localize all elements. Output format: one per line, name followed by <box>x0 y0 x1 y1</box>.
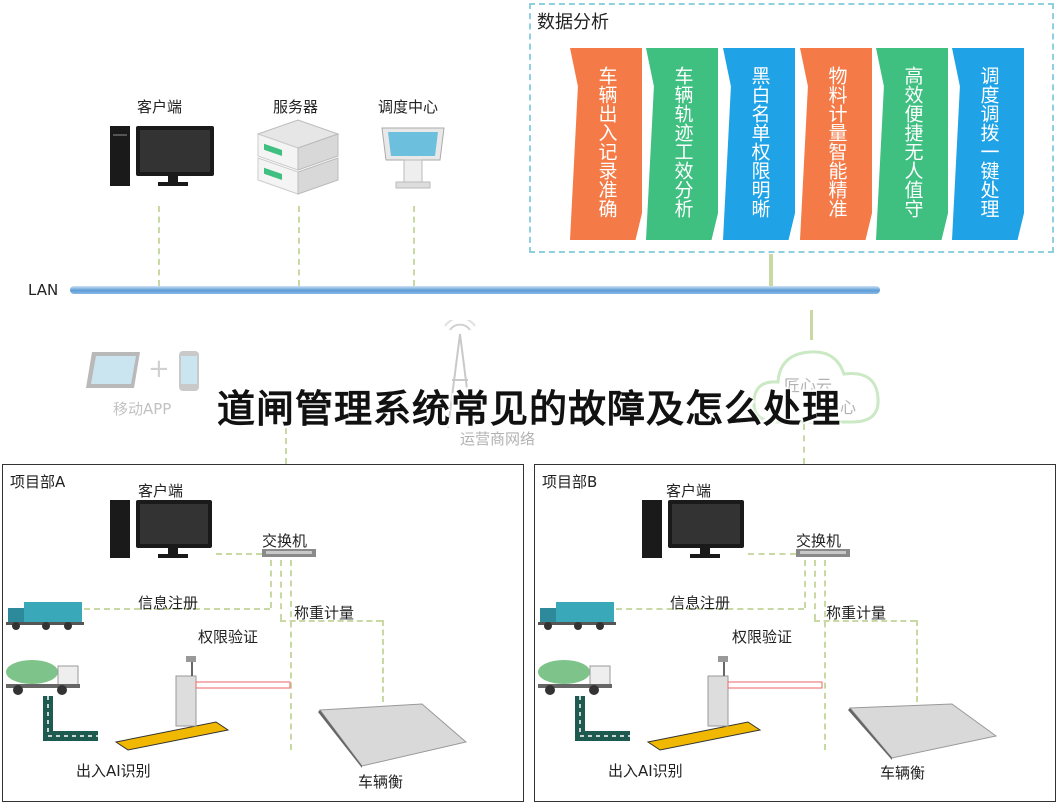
phone-icon <box>179 351 199 391</box>
dispatch-terminal-icon <box>381 127 445 189</box>
project-a-client-label: 客户端 <box>138 482 184 500</box>
project-b-switch-label: 交换机 <box>796 532 842 550</box>
project-b-scale-label: 车辆衡 <box>880 764 926 782</box>
project-b-weigh-label: 称重计量 <box>826 604 887 622</box>
project-b-title: 项目部B <box>542 473 598 491</box>
client-label-top: 客户端 <box>137 98 183 116</box>
tablet-icon <box>86 352 140 388</box>
lan-label: LAN <box>28 281 59 299</box>
project-b-ai-recog-label: 出入AI识别 <box>608 762 683 780</box>
plus-icon: + <box>148 354 170 384</box>
carrier-network-label: 运营商网络 <box>460 430 536 448</box>
project-a-scale-label: 车辆衡 <box>358 773 404 791</box>
cloud-label-2: 中心 <box>824 398 857 417</box>
project-a-info-reg-label: 信息注册 <box>138 594 199 612</box>
project-b-info-reg-label: 信息注册 <box>670 594 731 612</box>
project-a-barrier-gate-icon <box>114 656 291 751</box>
analysis-card-5: 高效便捷无人值守 <box>876 48 948 240</box>
project-a-weigh-label: 称重计量 <box>294 604 355 622</box>
project-b-desktop-icon <box>642 500 744 558</box>
project-a-switch-label: 交换机 <box>262 532 308 550</box>
server-icon <box>256 119 340 195</box>
lan-bus-line <box>70 286 880 294</box>
analysis-card-3: 黑白名单权限明晰 <box>723 48 795 240</box>
project-b-mixer-truck-icon <box>538 660 612 695</box>
data-analysis-title: 数据分析 <box>537 12 609 33</box>
server-label: 服务器 <box>273 98 319 116</box>
analysis-card-6: 调度调拨一键处理 <box>952 48 1024 240</box>
project-b-client-label: 客户端 <box>666 482 712 500</box>
project-a-mixer-truck-icon <box>6 660 80 695</box>
project-a-truck-icon <box>6 602 84 630</box>
project-a-title: 项目部A <box>10 473 66 491</box>
project-a-switch-icon <box>262 549 316 557</box>
project-a-panel <box>2 464 524 802</box>
desktop-computer-icon <box>110 126 214 186</box>
project-b-truck-icon <box>538 602 616 630</box>
article-headline: 道闸管理系统常见的故障及怎么处理 <box>216 387 841 431</box>
project-a-desktop-icon <box>110 500 212 558</box>
project-b-switch-icon <box>796 549 850 557</box>
project-a-auth-label: 权限验证 <box>198 628 259 646</box>
project-a-ai-recog-label: 出入AI识别 <box>76 762 151 780</box>
project-b-panel <box>534 464 1056 802</box>
project-b-barrier-gate-icon <box>646 656 823 751</box>
analysis-card-1: 车辆出入记录准确 <box>570 48 642 240</box>
project-a-road-icon <box>43 696 98 741</box>
analysis-card-2: 车辆轨迹工效分析 <box>646 48 718 240</box>
project-b-truck-scale-icon <box>848 703 998 760</box>
data-analysis-panel <box>529 3 1054 253</box>
cell-tower-icon <box>444 320 476 429</box>
mobile-app-label: 移动APP <box>113 400 172 418</box>
cloud-label-1: 匠心云 <box>784 376 833 395</box>
analysis-card-4: 物料计量智能精准 <box>800 48 872 240</box>
dispatch-center-label: 调度中心 <box>378 98 439 116</box>
project-a-truck-scale-icon <box>318 703 468 768</box>
project-b-road-icon <box>575 696 630 741</box>
cloud-icon <box>752 350 880 424</box>
project-b-auth-label: 权限验证 <box>732 628 793 646</box>
